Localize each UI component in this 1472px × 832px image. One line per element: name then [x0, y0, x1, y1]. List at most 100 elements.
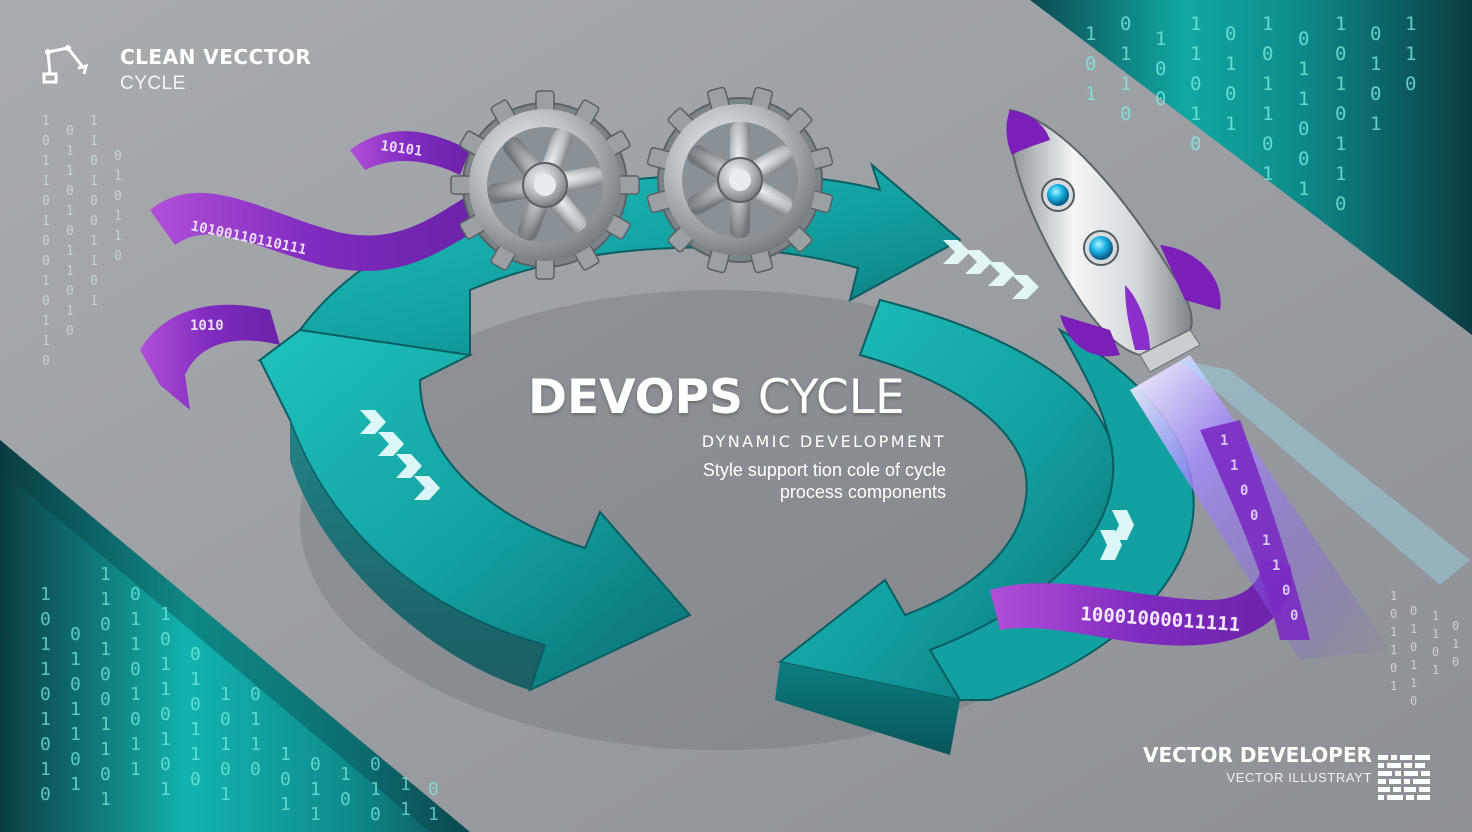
svg-text:0: 0 [40, 784, 51, 805]
svg-text:1: 1 [1085, 23, 1096, 45]
svg-text:1: 1 [1190, 103, 1201, 125]
svg-text:0: 0 [1155, 58, 1166, 80]
svg-text:1: 1 [66, 204, 74, 219]
svg-text:0: 0 [1085, 53, 1096, 75]
svg-text:0: 0 [370, 754, 381, 775]
robot-arm-icon [42, 45, 88, 84]
svg-text:0: 0 [130, 584, 141, 605]
svg-text:1: 1 [66, 164, 74, 179]
svg-text:0: 0 [1282, 583, 1290, 599]
svg-text:1: 1 [1262, 103, 1273, 125]
svg-text:1: 1 [160, 654, 171, 675]
svg-text:1: 1 [1410, 622, 1417, 636]
svg-text:0: 0 [1262, 133, 1273, 155]
svg-text:0: 0 [1250, 508, 1258, 524]
svg-text:0: 0 [1370, 23, 1381, 45]
svg-text:1: 1 [1120, 43, 1131, 65]
svg-text:1: 1 [70, 774, 81, 795]
svg-text:1: 1 [40, 659, 51, 680]
svg-text:1: 1 [1390, 643, 1397, 657]
svg-text:1: 1 [220, 684, 231, 705]
svg-text:0: 0 [1298, 118, 1309, 140]
svg-text:1: 1 [1120, 73, 1131, 95]
svg-text:1: 1 [40, 709, 51, 730]
svg-text:1: 1 [160, 604, 171, 625]
svg-text:0: 0 [130, 709, 141, 730]
svg-text:1: 1 [220, 784, 231, 805]
svg-text:1: 1 [42, 174, 50, 189]
description-line-2: process components [779, 482, 946, 502]
svg-text:1: 1 [310, 779, 321, 800]
description-line-1: Style support tion cole of cycle [702, 460, 946, 480]
svg-text:1: 1 [42, 334, 50, 349]
svg-text:1: 1 [1230, 458, 1238, 474]
svg-text:1: 1 [310, 804, 321, 825]
svg-text:1: 1 [100, 564, 111, 585]
svg-text:1: 1 [340, 764, 351, 785]
svg-text:0: 0 [1335, 193, 1346, 215]
svg-text:1: 1 [190, 744, 201, 765]
svg-text:1: 1 [130, 634, 141, 655]
svg-text:1: 1 [42, 214, 50, 229]
svg-text:0: 0 [70, 749, 81, 770]
svg-text:0: 0 [1298, 148, 1309, 170]
svg-text:1: 1 [1432, 627, 1439, 641]
svg-text:1: 1 [66, 264, 74, 279]
svg-text:1: 1 [1190, 43, 1201, 65]
svg-text:1: 1 [40, 759, 51, 780]
svg-text:0: 0 [130, 659, 141, 680]
svg-text:0: 0 [1225, 83, 1236, 105]
svg-text:1: 1 [1432, 609, 1439, 623]
svg-text:0: 0 [190, 769, 201, 790]
svg-text:1: 1 [90, 294, 98, 309]
svg-text:0: 0 [114, 189, 122, 204]
svg-text:1: 1 [1410, 658, 1417, 672]
svg-text:0: 0 [1262, 43, 1273, 65]
svg-text:0: 0 [100, 689, 111, 710]
svg-text:1: 1 [100, 589, 111, 610]
svg-text:1: 1 [1390, 589, 1397, 603]
svg-text:0: 0 [42, 234, 50, 249]
svg-text:1: 1 [1190, 13, 1201, 35]
svg-text:0: 0 [66, 124, 74, 139]
svg-text:1: 1 [130, 734, 141, 755]
svg-text:0: 0 [66, 324, 74, 339]
svg-text:1: 1 [280, 794, 291, 815]
svg-text:1: 1 [1272, 558, 1280, 574]
svg-text:1: 1 [1085, 83, 1096, 105]
svg-text:0: 0 [1410, 604, 1417, 618]
svg-text:0: 0 [280, 769, 291, 790]
svg-text:0: 0 [220, 759, 231, 780]
svg-text:0: 0 [1120, 13, 1131, 35]
svg-text:0: 0 [340, 789, 351, 810]
svg-text:1: 1 [40, 634, 51, 655]
svg-text:1: 1 [90, 174, 98, 189]
svg-text:1: 1 [190, 669, 201, 690]
svg-text:1: 1 [370, 779, 381, 800]
svg-text:1010: 1010 [190, 318, 224, 334]
svg-text:1: 1 [1225, 113, 1236, 135]
svg-text:1: 1 [130, 684, 141, 705]
svg-text:1: 1 [160, 779, 171, 800]
svg-text:0: 0 [114, 149, 122, 164]
svg-text:0: 0 [90, 214, 98, 229]
svg-text:0: 0 [42, 194, 50, 209]
svg-text:1: 1 [70, 649, 81, 670]
svg-text:0: 0 [160, 754, 171, 775]
title-light: CYCLE [742, 370, 905, 425]
svg-text:1: 1 [1432, 663, 1439, 677]
svg-text:1: 1 [42, 114, 50, 129]
svg-text:0: 0 [1120, 103, 1131, 125]
svg-text:0: 0 [1405, 73, 1416, 95]
svg-text:1: 1 [250, 709, 261, 730]
svg-text:1: 1 [100, 739, 111, 760]
svg-text:1: 1 [1390, 679, 1397, 693]
svg-text:1: 1 [42, 314, 50, 329]
svg-text:0: 0 [1410, 640, 1417, 654]
svg-text:0: 0 [250, 684, 261, 705]
svg-text:1: 1 [1452, 637, 1459, 651]
svg-text:0: 0 [370, 804, 381, 825]
svg-text:1: 1 [400, 799, 411, 820]
svg-text:1: 1 [114, 229, 122, 244]
svg-text:0: 0 [90, 154, 98, 169]
